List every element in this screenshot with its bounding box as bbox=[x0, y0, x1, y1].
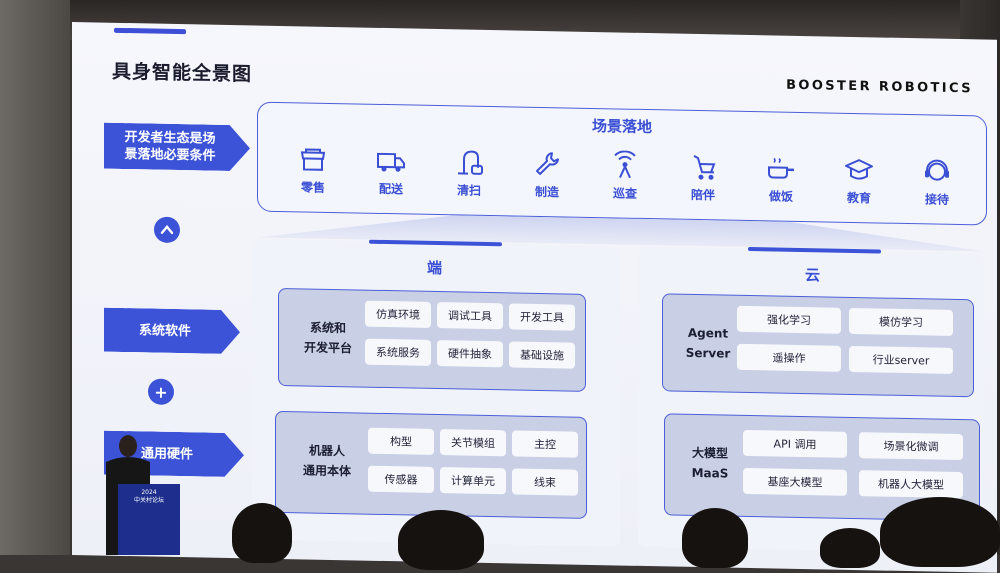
truck-icon bbox=[374, 145, 408, 178]
chip: 线束 bbox=[512, 468, 578, 496]
chip: 硬件抽象 bbox=[437, 340, 503, 368]
audience-head bbox=[682, 508, 748, 568]
system-platform-label: 系统和 开发平台 bbox=[293, 317, 363, 358]
cloud-title: 云 bbox=[805, 266, 821, 285]
slide-title: 具身智能全景图 bbox=[112, 60, 253, 86]
ecosystem-tag-line2: 景落地必要条件 bbox=[124, 147, 216, 164]
scene-title: 场景落地 bbox=[591, 116, 652, 137]
chip: 机器人大模型 bbox=[859, 470, 963, 499]
chip: 强化学习 bbox=[737, 305, 841, 334]
system-platform-box: 系统和 开发平台 仿真环境 调试工具 开发工具 系统服务 硬件抽象 基础设施 bbox=[278, 287, 586, 392]
graduation-cap-icon bbox=[842, 154, 876, 187]
chip: 基座大模型 bbox=[743, 467, 847, 496]
pan-icon bbox=[764, 152, 798, 185]
chevron-up-icon bbox=[154, 216, 180, 244]
signal-icon bbox=[608, 149, 642, 182]
label-line: 机器人 bbox=[308, 443, 345, 459]
chip: 关节模组 bbox=[440, 429, 506, 457]
scene-label: 巡查 bbox=[612, 186, 637, 201]
chip: 主控 bbox=[512, 430, 578, 458]
chip: 计算单元 bbox=[440, 467, 506, 495]
agent-server-label: Agent Server bbox=[673, 323, 743, 364]
plus-icon: + bbox=[148, 378, 174, 405]
vacuum-icon bbox=[452, 146, 486, 179]
label-line: 开发平台 bbox=[303, 340, 352, 356]
slide-accent-bar bbox=[114, 27, 186, 35]
ecosystem-tag-line1: 开发者生态是场 bbox=[124, 130, 216, 147]
chip: 构型 bbox=[368, 427, 434, 455]
chip: 模仿学习 bbox=[849, 307, 953, 336]
stroller-icon bbox=[686, 151, 720, 184]
scene-label: 零售 bbox=[300, 180, 325, 195]
label-line: 大模型 bbox=[691, 445, 728, 461]
audience-head bbox=[398, 510, 484, 570]
scene-panel: 场景落地 零售 配送 清扫 bbox=[257, 101, 987, 226]
podium bbox=[118, 484, 180, 555]
venue-wall bbox=[0, 0, 70, 555]
chip: 开发工具 bbox=[509, 303, 575, 331]
label-line: Server bbox=[685, 345, 731, 361]
podium-year: 2024 bbox=[141, 489, 157, 496]
scene-item-cooking: 做饭 bbox=[748, 152, 814, 205]
chip: 行业server bbox=[849, 345, 953, 374]
chip: 传感器 bbox=[368, 465, 434, 493]
audience-head bbox=[880, 497, 1000, 567]
scene-label: 陪伴 bbox=[690, 187, 715, 203]
label-line: MaaS bbox=[691, 465, 729, 481]
chip: 仿真环境 bbox=[365, 300, 431, 328]
edge-title: 端 bbox=[427, 258, 443, 278]
ecosystem-tag: 开发者生态是场 景落地必要条件 bbox=[104, 123, 250, 172]
scene-label: 教育 bbox=[846, 190, 871, 206]
podium-event: 中关村论坛 bbox=[133, 497, 164, 504]
chip: 场景化微调 bbox=[859, 432, 963, 461]
scene-item-retail: 零售 bbox=[280, 143, 346, 196]
robot-body-label: 机器人 通用本体 bbox=[290, 440, 364, 481]
scene-label: 接待 bbox=[924, 192, 949, 207]
agent-server-box: Agent Server 强化学习 模仿学习 遥操作 行业server bbox=[662, 293, 974, 398]
label-line: Agent bbox=[687, 325, 729, 341]
scene-item-delivery: 配送 bbox=[358, 144, 424, 197]
scene-label: 做饭 bbox=[768, 189, 793, 204]
scene-item-education: 教育 bbox=[826, 153, 892, 206]
chip: 基础设施 bbox=[509, 341, 575, 369]
store-icon bbox=[296, 143, 330, 176]
scene-item-reception: 接待 bbox=[904, 155, 970, 208]
system-software-tag: 系统软件 bbox=[104, 308, 240, 355]
wrench-icon bbox=[530, 148, 564, 181]
brand-logo: BOOSTER ROBOTICS bbox=[786, 77, 973, 97]
robot-body-box: 机器人 通用本体 构型 关节模组 主控 传感器 计算单元 线束 bbox=[275, 410, 587, 519]
label-line: 系统和 bbox=[309, 320, 346, 336]
chip: 调试工具 bbox=[437, 302, 503, 330]
chip: 系统服务 bbox=[365, 338, 431, 366]
scene-items: 零售 配送 清扫 制造 bbox=[280, 143, 970, 208]
headset-icon bbox=[920, 155, 954, 188]
chip: API 调用 bbox=[743, 429, 847, 458]
maas-label: 大模型 MaaS bbox=[675, 443, 745, 484]
scene-item-manufacturing: 制造 bbox=[514, 147, 580, 200]
audience-head bbox=[232, 503, 292, 563]
scene-item-cleaning: 清扫 bbox=[436, 146, 502, 199]
scene-item-companion: 陪伴 bbox=[670, 150, 736, 203]
chip: 遥操作 bbox=[737, 343, 841, 372]
scene-label: 制造 bbox=[534, 184, 559, 200]
label-line: 通用本体 bbox=[302, 463, 351, 479]
scene-item-patrol: 巡查 bbox=[592, 149, 658, 202]
podium-logo: 2024 中关村论坛 bbox=[118, 489, 180, 505]
audience-head bbox=[820, 528, 880, 568]
presentation-slide: 具身智能全景图 BOOSTER ROBOTICS 开发者生态是场 景落地必要条件… bbox=[72, 22, 997, 573]
scene-label: 清扫 bbox=[456, 183, 481, 198]
scene-label: 配送 bbox=[378, 181, 403, 197]
